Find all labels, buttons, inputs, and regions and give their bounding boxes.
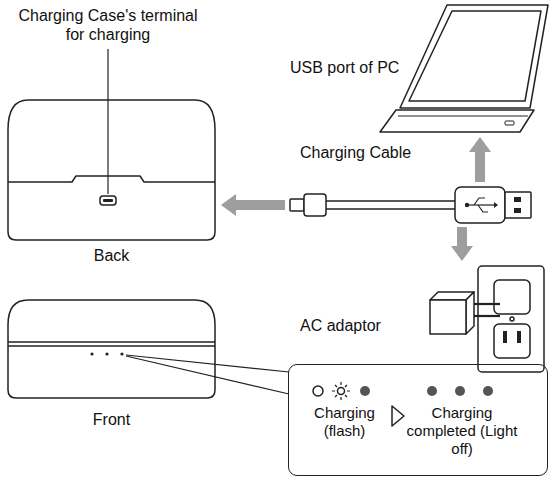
leader-line (126, 355, 289, 372)
device-label: AC adaptor (300, 316, 410, 335)
led-dot (105, 352, 108, 355)
led-on (360, 386, 370, 396)
outlet-slot (503, 331, 507, 343)
usb-plug-body (455, 187, 505, 223)
device-label: USB port of PC (290, 58, 408, 77)
part-label: Charging Case's terminal for charging (13, 6, 203, 44)
outlet-slot (517, 331, 521, 343)
case-seam (8, 341, 215, 343)
outlet-receptacle (494, 324, 530, 358)
led-off (313, 386, 323, 396)
leader-line (107, 49, 108, 194)
case-label: Front (5, 410, 218, 429)
leader-line (126, 356, 289, 394)
usb-symbol-dot (465, 203, 469, 207)
case-back-node: Back (5, 95, 218, 270)
case-seam (8, 345, 215, 347)
led-dot (90, 352, 93, 355)
laptop-keyboard (398, 116, 528, 117)
case-front-node: Front (5, 298, 218, 432)
case-back (8, 100, 215, 240)
block-arrow (451, 227, 473, 261)
adaptor-front (430, 300, 466, 334)
case-seam (8, 176, 215, 182)
part-label: Charging Cable (300, 143, 440, 162)
connector-hole (514, 197, 521, 202)
led-on (427, 386, 437, 396)
led-on (455, 386, 465, 396)
cable-node: Charging Cable (288, 185, 532, 224)
led-on (483, 386, 493, 396)
laptop-base (380, 110, 534, 132)
usb-symbol (468, 198, 494, 212)
plug-body (304, 194, 326, 216)
adaptor-prong (474, 315, 500, 317)
laptop-lid (400, 5, 548, 108)
status-callout: Charging (flash)Charging completed (Ligh… (288, 364, 548, 476)
status-text: Charging completed (Light off) (401, 404, 523, 458)
wall-outlet-plate (478, 266, 544, 372)
block-arrow (469, 137, 491, 182)
sequence-triangle (392, 406, 404, 426)
terminal-slot (103, 199, 113, 202)
charging-terminal (100, 196, 116, 205)
laptop-screen (409, 11, 541, 101)
cable-wire (326, 201, 455, 209)
status-text: Charging (flash) (297, 404, 392, 440)
outlet-receptacle (494, 280, 530, 314)
ac-adaptor-node: AC adaptor (298, 264, 548, 372)
case-label: Back (5, 246, 218, 265)
led-flash (332, 382, 350, 400)
led-dot (120, 352, 123, 355)
usb-port (505, 121, 514, 125)
adaptor-side (466, 292, 474, 334)
outlet-screw (510, 317, 514, 321)
pc-node: USB port of PC (288, 3, 548, 134)
micro-usb-plug (290, 199, 304, 211)
block-arrow (221, 194, 285, 216)
adaptor-prong (474, 303, 500, 305)
usb-symbol-tip (494, 202, 498, 208)
usb-connector (505, 192, 531, 218)
case-front (8, 300, 215, 398)
connector-hole (514, 208, 521, 213)
